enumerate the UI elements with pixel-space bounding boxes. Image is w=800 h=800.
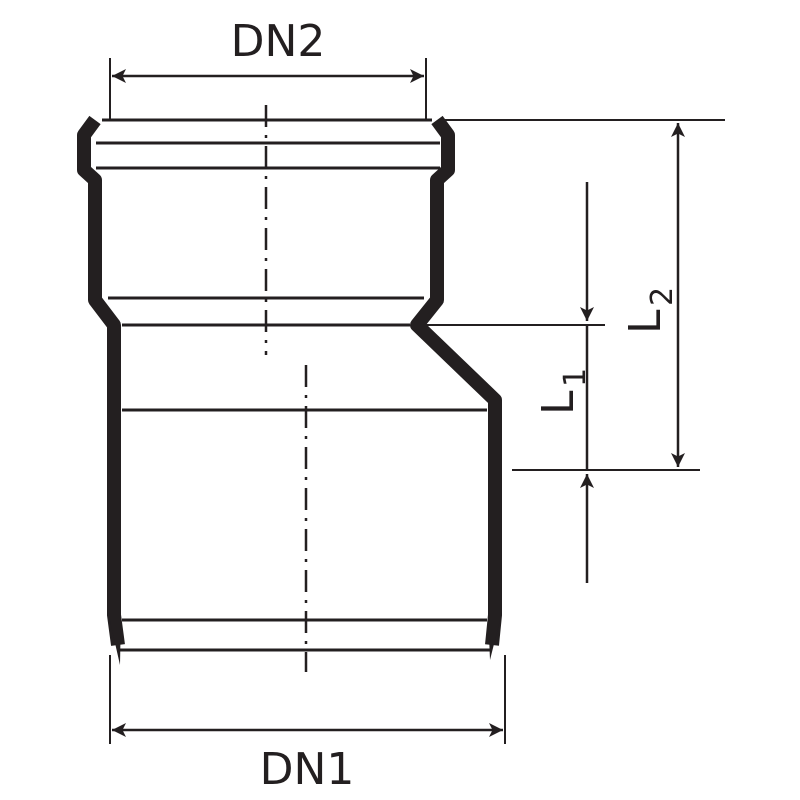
extension-lines xyxy=(109,58,725,744)
l2-label-main: L xyxy=(620,309,671,334)
right-chamfer-tip xyxy=(488,612,502,660)
socket-left-wall xyxy=(77,115,125,646)
l1-label-group: L 1 xyxy=(533,368,593,415)
dimension-lines xyxy=(112,69,685,737)
l1-label-sub: 1 xyxy=(558,368,593,387)
dn2-label: DN2 xyxy=(231,16,326,67)
l1-label-main: L xyxy=(533,390,584,415)
pipe-body xyxy=(77,115,502,652)
l2-label-sub: 2 xyxy=(645,287,680,306)
socket-right-wall xyxy=(410,115,502,646)
left-chamfer-tip xyxy=(108,612,121,665)
l2-label-group: L 2 xyxy=(620,287,680,334)
dn1-label: DN1 xyxy=(260,744,355,795)
